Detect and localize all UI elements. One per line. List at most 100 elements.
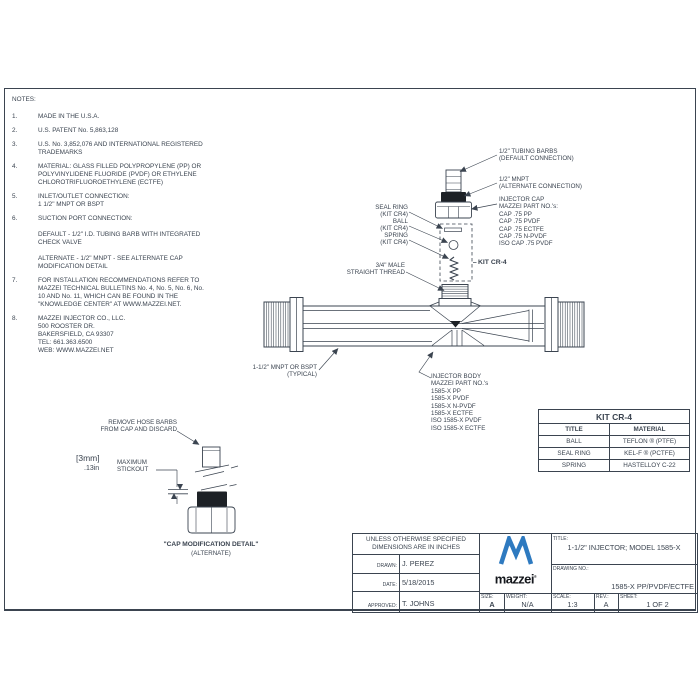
note-text: SUCTION PORT CONNECTION: DEFAULT - 1/2" … (38, 215, 201, 270)
callout-male-thread: 3/4" MALE STRAIGHT THREAD (346, 262, 405, 277)
kit-cell-title: BALL (538, 435, 610, 448)
callout-seal-ring: SEAL RING (KIT CR4) (375, 204, 408, 219)
tb-divider (504, 592, 505, 612)
mazzei-wordmark-text: mazzei (494, 571, 535, 587)
sheet-label: SHEET: (620, 594, 638, 600)
scale-value: 1:3 (567, 600, 578, 609)
note-number: 3. (12, 141, 18, 148)
note-number: 4. (12, 163, 18, 170)
cap-assembly-drawing (435, 169, 477, 282)
size-value: A (489, 600, 495, 609)
note-item: 8.MAZZEI INJECTOR CO., LLC. 500 ROOSTER … (12, 315, 228, 355)
note-item: 7. FOR INSTALLATION RECOMMENDATIONS REFER… (12, 277, 228, 309)
size-label: SIZE: (481, 594, 494, 600)
rev-value: A (603, 600, 609, 609)
note-item: 2. U.S. PATENT No. 5,863,128 (12, 127, 228, 135)
approved-value: T. JOHNS (402, 599, 435, 608)
tb-divider (479, 534, 480, 612)
date-label: DATE: (382, 582, 397, 588)
callout-mnpt-alternate: 1/2" MNPT (ALTERNATE CONNECTION) (499, 176, 582, 191)
note-number: 5. (12, 193, 18, 200)
tb-divider (479, 592, 697, 594)
callout-spring: SPRING (KIT CR4) (380, 232, 408, 247)
note-text: U.S. No. 3,852,076 AND INTERNATIONAL REG… (38, 141, 203, 156)
ball-part (448, 240, 459, 250)
left-thread-hatch (266, 302, 289, 347)
mazzei-trademark: ® (533, 574, 537, 579)
kit-table-title: KIT CR-4 (538, 409, 690, 424)
rev-label: REV.: (596, 594, 609, 600)
note-item: 1. MADE IN THE U.S.A. (12, 113, 228, 121)
notes-heading: NOTES: (12, 96, 36, 103)
date-value: 5/18/2015 (402, 578, 435, 587)
kit-cell-material: HASTELLOY C-22 (609, 459, 690, 472)
kit-cell-title: SEAL RING (538, 447, 610, 460)
detail-max-stickout-label: MAXIMUM STICKOUT (117, 459, 149, 474)
kit-row: SEAL RING KEL-F ® (PCTFE) (538, 447, 690, 460)
nozzle-tip (450, 321, 461, 328)
callout-injector-cap: INJECTOR CAP MAZZEI PART NO.'s: CAP .75 … (499, 196, 558, 248)
note-text: MATERIAL: GLASS FILLED POLYPROPYLENE (PP… (38, 163, 202, 186)
sheet-value: 1 OF 2 (646, 600, 669, 609)
mazzei-logo: mazzei® (480, 536, 551, 592)
kit-cr4-table: KIT CR-4 TITLE MATERIAL BALL TEFLON ® (P… (538, 409, 690, 472)
weight-value: N/A (521, 600, 534, 609)
kit-cell-title: SPRING (538, 459, 610, 472)
kit-cell-material: KEL-F ® (PCTFE) (609, 447, 690, 460)
scale-label: SCALE: (553, 594, 571, 600)
tb-divider (353, 591, 479, 592)
mazzei-logo-m-icon (498, 536, 533, 565)
note-item: 3. U.S. No. 3,852,076 AND INTERNATIONAL R… (12, 141, 228, 157)
stickout-dimension (156, 469, 188, 504)
kit-cr4-dashed-box (439, 223, 473, 282)
detail-title: "CAP MODIFICATION DETAIL" (163, 541, 259, 548)
note-number: 1. (12, 113, 18, 120)
leader-lines (318, 154, 498, 379)
note-number: 2. (12, 127, 18, 134)
note-item: 5. INLET/OUTLET CONNECTION: 1 1/2" MNPT O… (12, 193, 228, 209)
callout-inlet-outlet: 1-1/2" MNPT OR BSPT (TYPICAL) (252, 364, 317, 379)
drawing-title: 1-1/2" INJECTOR; MODEL 1585-X (567, 543, 681, 552)
detail-remove-barbs-label: REMOVE HOSE BARBS FROM CAP AND DISCARD (100, 419, 177, 434)
mazzei-wordmark: mazzei® (480, 571, 551, 585)
note-text: MADE IN THE U.S.A. (38, 113, 100, 120)
tb-divider (551, 564, 697, 566)
cap-modification-drawing (156, 430, 239, 534)
title-label: TITLE: (553, 536, 569, 542)
kit-col-material: MATERIAL (609, 423, 690, 436)
tb-divider (551, 534, 552, 612)
tb-divider (353, 554, 479, 555)
cap-body (187, 506, 236, 534)
spring-part (449, 256, 459, 281)
tb-divider (594, 592, 595, 612)
cut-thread-line (200, 484, 237, 491)
callout-kit-cr4: KIT CR-4 (478, 258, 507, 266)
cutoff-barb-piece (194, 446, 239, 477)
tb-divider (618, 592, 619, 612)
note-text: FOR INSTALLATION RECOMMENDATIONS REFER T… (38, 277, 204, 308)
detail-dim-mm: [3mm] (76, 453, 100, 463)
drawn-value: J. PEREZ (402, 559, 435, 568)
seal-ring-part (444, 227, 462, 232)
kit-row: BALL TEFLON ® (PTFE) (538, 435, 690, 448)
note-text: U.S. PATENT No. 5,863,128 (38, 127, 119, 134)
callout-ball: BALL (KIT CR4) (380, 218, 408, 233)
kit-cell-material: TEFLON ® (PTFE) (609, 435, 690, 448)
right-thread-hatch (560, 302, 583, 347)
title-block: UNLESS OTHERWISE SPECIFIED DIMENSIONS AR… (352, 533, 698, 613)
suction-port-stub (428, 284, 482, 307)
drawing-no-label: DRAWING NO.: (553, 566, 589, 572)
tb-divider (353, 572, 479, 574)
note-text: INLET/OUTLET CONNECTION: 1 1/2" MNPT OR … (38, 193, 130, 208)
detail-dim-in: .13in (84, 465, 100, 472)
note-number: 8. (12, 315, 18, 322)
notes-block: NOTES: 1. MADE IN THE U.S.A. 2. U.S. PATEN… (12, 96, 228, 361)
detail-subtitle: (ALTERNATE) (191, 550, 231, 557)
mnpt-thread-band (441, 192, 466, 202)
kit-row: SPRING HASTELLOY C-22 (538, 459, 690, 472)
kit-col-title: TITLE (538, 423, 610, 436)
note-number: 7. (12, 277, 18, 284)
note-item: 6.SUCTION PORT CONNECTION: DEFAULT - 1/2… (12, 215, 228, 271)
drawn-label: DRAWN: (376, 563, 397, 569)
